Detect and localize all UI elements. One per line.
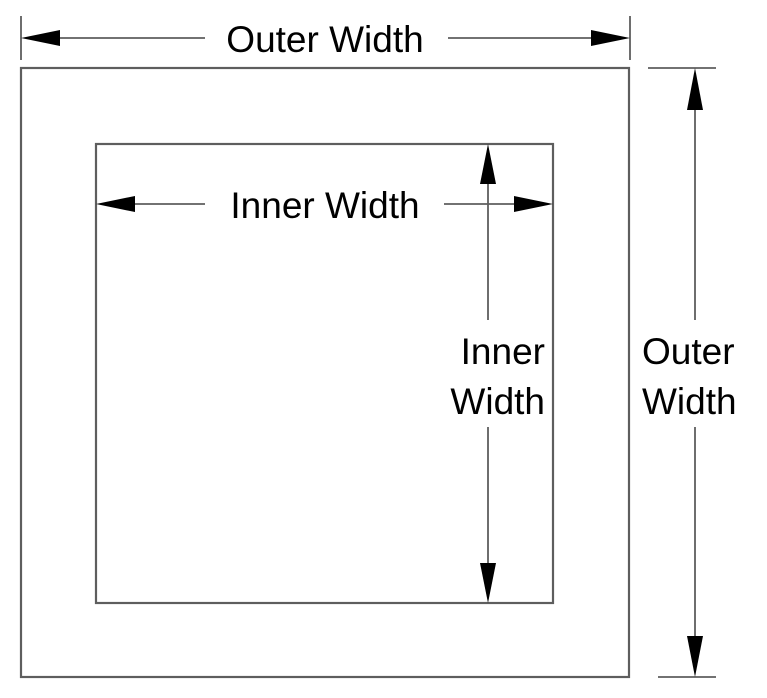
arrow-right-icon [591, 30, 630, 46]
arrow-up-icon [687, 68, 703, 110]
arrow-down-icon [687, 636, 703, 677]
outer-square [19, 66, 631, 679]
arrow-left-icon [21, 30, 60, 46]
dimension-inner-width-top: Inner Width [96, 185, 553, 226]
label-outer-width-vertical-line2: Width [642, 381, 737, 422]
arrow-right-icon [514, 196, 553, 212]
arrow-left-icon [96, 196, 135, 212]
label-inner-width-top: Inner Width [230, 185, 419, 226]
dimension-outer-width-vertical: Outer Width [642, 67, 737, 678]
dimension-outer-width-top: Outer Width [20, 16, 631, 60]
arrow-down-icon [480, 563, 496, 603]
label-outer-width-top: Outer Width [226, 19, 423, 60]
dimension-inner-width-vertical: Inner Width [450, 144, 545, 603]
label-inner-width-vertical-line2: Width [450, 381, 545, 422]
arrow-up-icon [480, 144, 496, 184]
label-outer-width-vertical-line1: Outer [642, 331, 735, 372]
label-inner-width-vertical-line1: Inner [461, 331, 545, 372]
inner-square [94, 142, 555, 605]
